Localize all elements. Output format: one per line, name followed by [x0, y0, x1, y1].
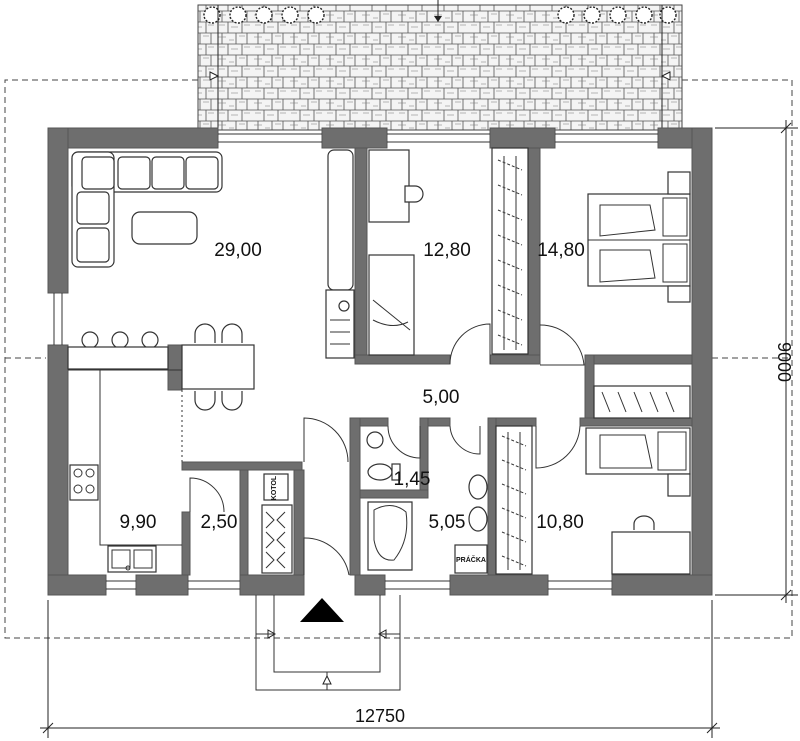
wardrobe [495, 425, 533, 575]
exterior-walls [47, 127, 713, 596]
single-bed [585, 427, 691, 475]
dining-table [181, 344, 255, 390]
nightstand [667, 473, 691, 497]
wc-door [387, 425, 421, 459]
dimension-width: 12750 [40, 600, 720, 738]
hob [69, 464, 99, 501]
terrace-paving [197, 4, 683, 131]
nightstand [667, 171, 691, 195]
entrance-porch [255, 595, 401, 691]
terrace-arrow-icon [434, 16, 442, 22]
entrance-door [303, 537, 350, 576]
dining-chair [221, 391, 243, 411]
pantry-door [189, 477, 225, 513]
kitchen-counter-bar [67, 346, 169, 370]
terrace-marker-right-icon [660, 71, 671, 81]
kitchen-furniture [68, 369, 183, 573]
room-area-wc: 1,45 [394, 469, 431, 490]
washing-machine [454, 544, 488, 574]
toilet [367, 463, 393, 481]
bathroom-door [449, 425, 481, 455]
entrance-arrow-icon [300, 598, 344, 622]
cabinet [325, 289, 355, 359]
plant-row-left [203, 6, 325, 24]
wc-sink [366, 431, 384, 449]
boiler-door [303, 417, 349, 463]
room-area-bedroom-master: 14,80 [537, 240, 585, 261]
bedroom-master-door [539, 324, 585, 366]
single-bed [368, 254, 415, 356]
bathroom-sink [468, 474, 488, 500]
bar-stool [81, 331, 99, 349]
bathroom-furniture: PRÁČKA [367, 474, 488, 574]
roof-outline [4, 79, 793, 639]
dining-chair [194, 323, 216, 343]
room-area-pantry: 2,50 [201, 512, 238, 533]
desk [611, 531, 691, 575]
bedroom-small-door [449, 323, 491, 365]
bedroom-small-furniture [368, 147, 529, 356]
desk-chair [633, 515, 655, 530]
boiler-room: KOTOL [261, 473, 293, 574]
desk [368, 149, 410, 223]
coffee-table [131, 211, 198, 245]
living-furniture [67, 149, 355, 411]
windows [53, 133, 658, 590]
dining-chair [221, 323, 243, 343]
wc-furniture [366, 431, 401, 481]
dimension-depth: 9000 [715, 120, 798, 603]
bathroom-sink [468, 506, 488, 532]
boiler-label: KOTOL [271, 475, 278, 500]
room-area-bedroom-third: 10,80 [536, 512, 584, 533]
room-area-bathroom: 5,05 [429, 512, 466, 533]
dining-chair [194, 391, 216, 411]
heater-icon [338, 300, 350, 312]
room-area-living: 29,00 [214, 240, 262, 261]
bedroom-third-furniture [495, 425, 691, 575]
room-area-kitchen: 9,90 [120, 512, 157, 533]
plant-row-right [557, 6, 677, 24]
interior-walls [167, 147, 693, 576]
desk-chair [404, 185, 424, 203]
dimension-depth-label: 9000 [774, 342, 794, 382]
bedroom-third-door [535, 425, 581, 469]
dimension-width-label: 12750 [355, 706, 405, 726]
room-area-hall: 5,00 [423, 387, 460, 408]
terrace-marker-left-icon [209, 71, 220, 81]
room-area-bedroom-small: 12,80 [423, 240, 471, 261]
wardrobe [593, 385, 691, 419]
terrace [197, 0, 683, 131]
bedroom-master-furniture [587, 171, 691, 419]
bar-stool [141, 331, 159, 349]
tall-cabinet [327, 149, 354, 291]
bar-stool [111, 331, 129, 349]
wardrobe [491, 147, 529, 355]
nightstand [667, 285, 691, 303]
washer-label: PRÁČKA [456, 555, 486, 564]
sofa [71, 151, 223, 268]
